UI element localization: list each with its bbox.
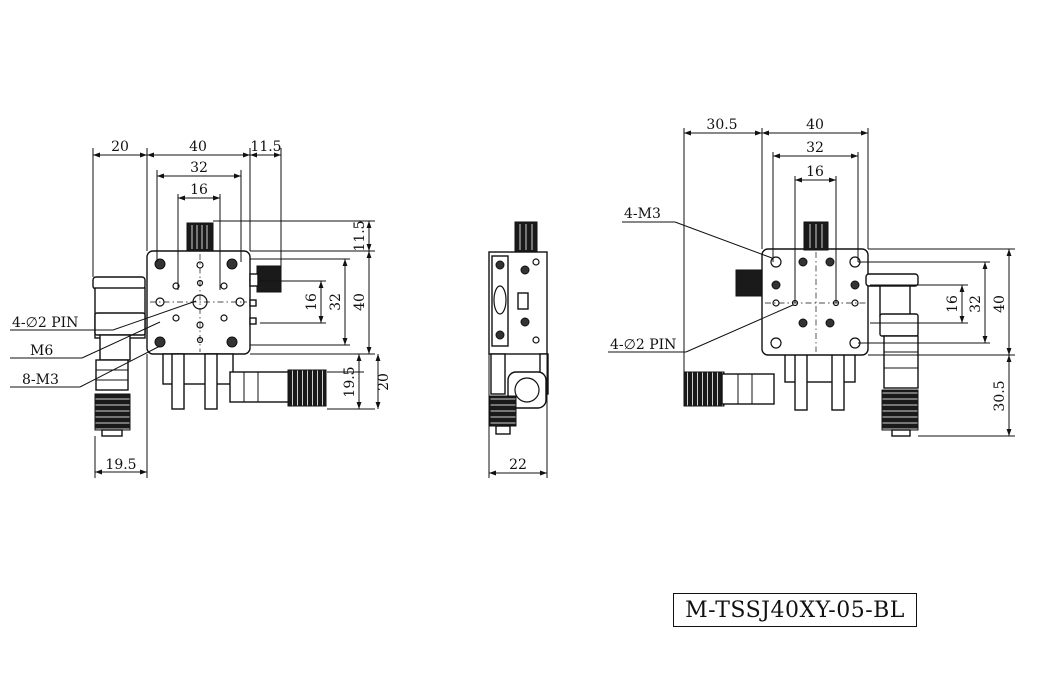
- dim-right-20: 20: [376, 373, 392, 391]
- dim-top-40: 40: [189, 139, 207, 155]
- dim-right-top-30-5: 30.5: [706, 117, 737, 133]
- dim-side-22: 22: [509, 457, 527, 473]
- right-view: 30.5 40 32 16 16 32 40 30.5 4-M3 4-∅2 PI…: [608, 117, 1015, 437]
- dim-top-32: 32: [190, 160, 208, 176]
- dim-right-40-v: 40: [992, 295, 1008, 313]
- dim-right-16: 16: [304, 293, 320, 311]
- right-bracket-arm: [865, 273, 919, 287]
- dim-right-40: 40: [352, 293, 368, 311]
- top-adjust-knob: [186, 222, 214, 252]
- dim-top-20: 20: [111, 139, 129, 155]
- left-view: 20 40 11.5 32 16 11.5 16 32 40 19.5 20 1…: [10, 139, 392, 478]
- callout-m6: M6: [30, 343, 53, 359]
- bracket-arm: [92, 276, 146, 290]
- knob-cap-left: [101, 429, 123, 437]
- dim-right-30-5-v: 30.5: [992, 380, 1008, 411]
- right-knurled-knob-left: [683, 371, 725, 407]
- right-lock-knob: [735, 269, 763, 297]
- side-knurled-knob: [489, 395, 517, 427]
- right-knurled-knob-bottom: [881, 389, 919, 431]
- dim-top-11-5: 11.5: [250, 139, 281, 155]
- knurled-knob-bottom: [287, 369, 327, 407]
- dim-right-top-32: 32: [806, 140, 824, 156]
- micrometer-sleeve-bottom: [229, 371, 291, 403]
- side-view: 22: [488, 221, 549, 478]
- callout-8-m3: 8-M3: [22, 372, 59, 388]
- dim-right-19-5: 19.5: [342, 366, 358, 397]
- lock-knob-right: [256, 265, 282, 293]
- dim-right-top-40: 40: [806, 117, 824, 133]
- callout-pin-right: 4-∅2 PIN: [610, 337, 676, 353]
- callout-pin-left: 4-∅2 PIN: [12, 315, 78, 331]
- right-micrometer-sleeve: [721, 373, 775, 405]
- dim-right-32: 32: [328, 293, 344, 311]
- model-number-box: M-TSSJ40XY-05-BL: [673, 593, 917, 627]
- dim-bottom-19-5: 19.5: [105, 457, 136, 473]
- dim-right-16-v: 16: [945, 295, 961, 313]
- dim-right-top-16: 16: [806, 164, 824, 180]
- knurled-knob-left: [94, 393, 131, 431]
- right-micrometer-vertical: [883, 335, 919, 389]
- model-number: M-TSSJ40XY-05-BL: [685, 597, 905, 623]
- dim-top-16: 16: [190, 182, 208, 198]
- callout-4-m3: 4-M3: [624, 206, 661, 222]
- micrometer-mount: [94, 312, 146, 336]
- dim-right-32-v: 32: [968, 295, 984, 313]
- dim-right-11-5: 11.5: [352, 220, 368, 251]
